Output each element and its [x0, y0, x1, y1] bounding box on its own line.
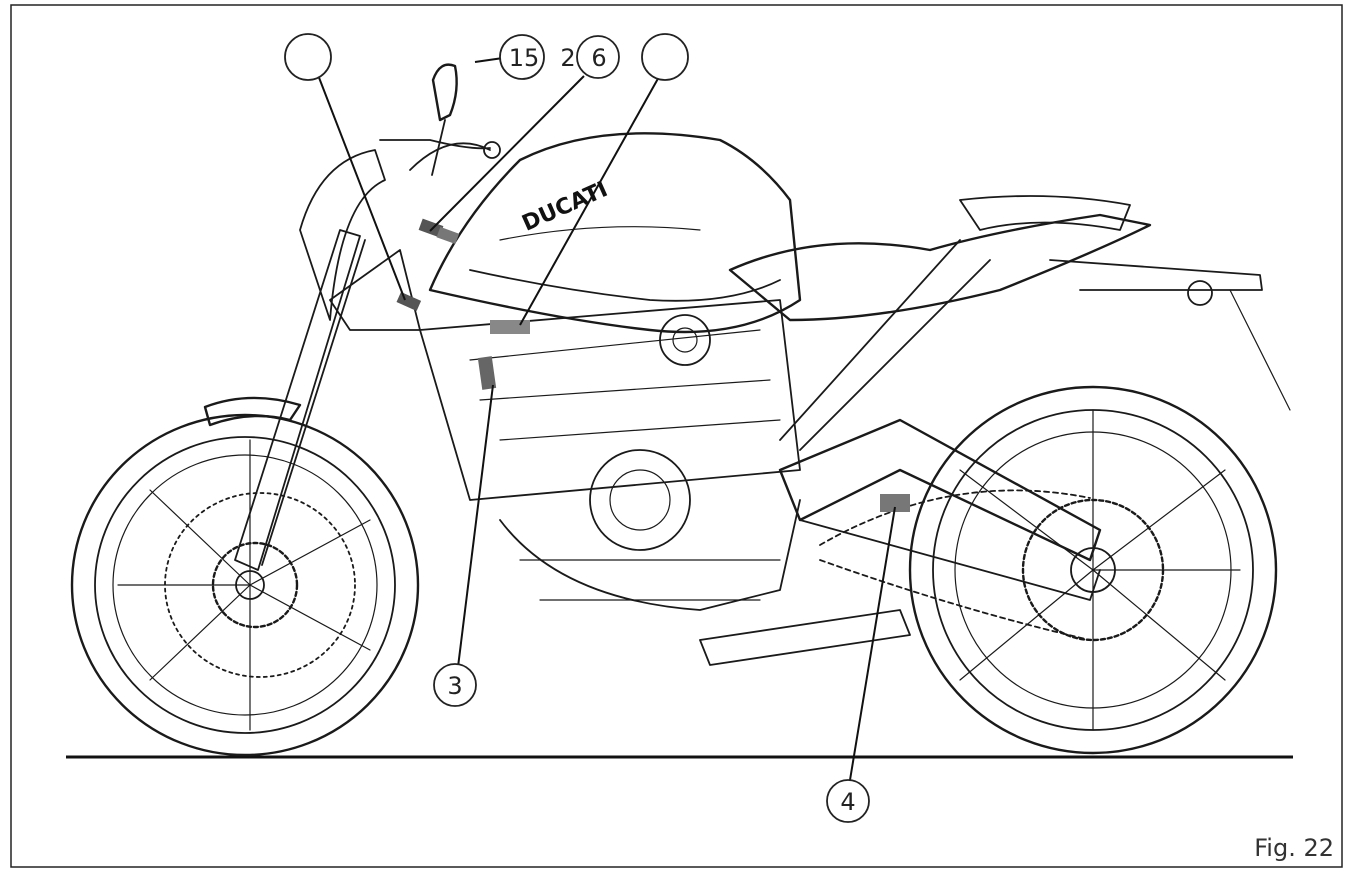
front-wheel	[70, 413, 420, 757]
callout-blank-a	[284, 33, 332, 81]
rear-wheel	[908, 385, 1278, 755]
svg-text:4: 4	[840, 788, 855, 816]
leader-lines	[317, 57, 896, 781]
motorcycle-drawing	[70, 63, 1291, 757]
svg-text:2: 2	[560, 44, 575, 72]
svg-text:6: 6	[591, 44, 606, 72]
svg-text:15: 15	[509, 44, 540, 72]
label-stickers	[396, 218, 910, 512]
callout-blank-b	[641, 33, 689, 81]
callout-3: 3	[433, 663, 477, 707]
svg-text:3: 3	[447, 672, 462, 700]
callout-4: 4	[826, 779, 870, 823]
figure-caption: Fig. 22	[1254, 834, 1334, 862]
callout-2: 2	[560, 44, 575, 72]
callout-15: 15	[499, 34, 545, 80]
callout-6: 6	[576, 35, 620, 79]
figure-border	[10, 4, 1343, 868]
